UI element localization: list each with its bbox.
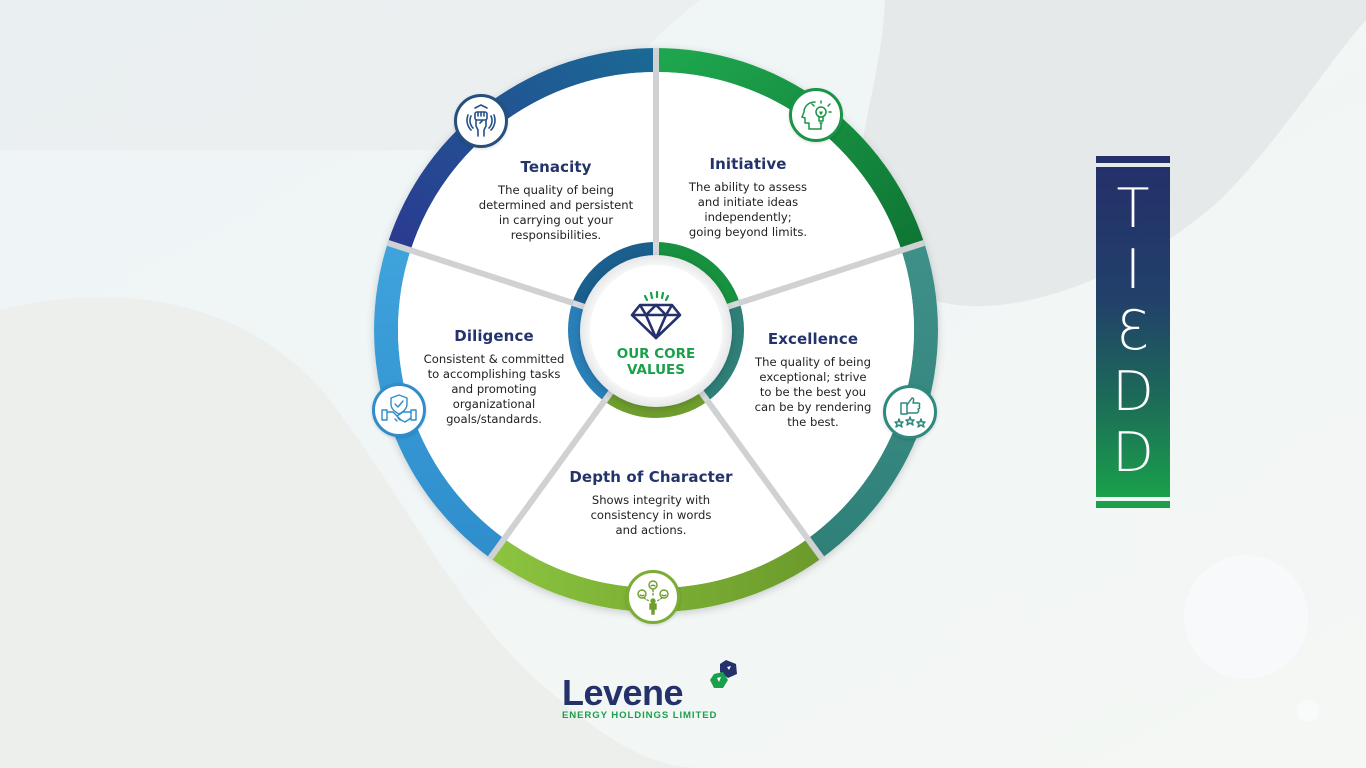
- segment-depth-of-character: Depth of Character Shows integrity with …: [556, 468, 746, 538]
- description-line: Consistent & committed: [423, 352, 565, 366]
- description-line: consistency in words: [590, 508, 712, 522]
- description-line: Shows integrity with: [591, 493, 711, 507]
- acronym-letter: D: [1112, 360, 1154, 423]
- description-line: and initiate ideas: [697, 195, 799, 209]
- initiative-badge: [789, 88, 843, 142]
- description-line: to accomplishing tasks: [427, 367, 561, 381]
- segment-title: Tenacity: [520, 158, 592, 176]
- description-line: The quality of being: [498, 183, 614, 197]
- acronym-letter: Ɛ: [1117, 299, 1149, 362]
- segment-initiative: Initiative The ability to assess and ini…: [668, 155, 828, 240]
- depth-of-character-badge: [626, 570, 680, 624]
- description-line: The ability to assess: [688, 180, 808, 194]
- diligence-badge: [372, 383, 426, 437]
- acronym-banner: T I Ɛ D D: [1096, 156, 1170, 508]
- description-line: The quality of being: [755, 355, 871, 369]
- segment-title: Excellence: [767, 330, 859, 348]
- logo-wordmark: Levene: [562, 672, 684, 713]
- acronym-letter: T: [1116, 177, 1150, 240]
- acronym-letter: D: [1112, 421, 1154, 484]
- segment-description: The quality of being determined and pers…: [466, 183, 646, 243]
- description-line: to be the best you: [759, 385, 867, 399]
- diamond-icon: [630, 303, 682, 340]
- segment-description: The quality of being exceptional; strive…: [740, 355, 886, 430]
- segment-description: The ability to assess and initiate ideas…: [668, 180, 828, 240]
- acronym-letter: I: [1125, 238, 1141, 301]
- center-title: OUR CORE VALUES: [596, 346, 716, 378]
- hexagon-cubes-icon: [710, 660, 737, 688]
- description-line: exceptional; strive: [759, 370, 867, 384]
- head-lightbulb-icon: [801, 100, 832, 130]
- segment-title: Initiative: [709, 155, 787, 173]
- description-line: and actions.: [615, 523, 687, 537]
- description-line: independently;: [704, 210, 792, 224]
- acronym-column: [1096, 167, 1170, 497]
- description-line: responsibilities.: [510, 228, 602, 242]
- acronym-bottom-bar: [1096, 501, 1170, 508]
- acronym-top-bar: [1096, 156, 1170, 163]
- ring-segment-tenacity: [387, 48, 656, 251]
- acronym-letters: T I Ɛ D D: [1096, 178, 1170, 483]
- segment-excellence: Excellence The quality of being exceptio…: [740, 330, 886, 430]
- excellence-badge: [883, 385, 937, 439]
- segment-title: Diligence: [454, 327, 534, 345]
- segment-description: Shows integrity with consistency in word…: [556, 493, 746, 538]
- thumbs-up-stars-icon: [894, 397, 926, 428]
- segment-description: Consistent & committed to accomplishing …: [406, 352, 582, 427]
- sparkle-icon: [643, 290, 670, 302]
- center-title-line2: VALUES: [626, 362, 685, 378]
- segment-title: Depth of Character: [569, 468, 733, 486]
- description-line: can be by rendering: [754, 400, 872, 414]
- handshake-shield-icon: [381, 394, 417, 423]
- segment-diligence: Diligence Consistent & committed to acco…: [406, 327, 582, 427]
- raised-fist-icon: [466, 104, 496, 137]
- ring-segment-initiative: [656, 48, 925, 251]
- description-line: in carrying out your: [498, 213, 614, 227]
- person-emotions-icon: [637, 580, 669, 615]
- company-logo: Levene ENERGY HOLDINGS LIMITED: [562, 658, 752, 728]
- description-line: organizational: [452, 397, 536, 411]
- description-line: going beyond limits.: [688, 225, 808, 239]
- description-line: determined and persistent: [478, 198, 634, 212]
- description-line: the best.: [787, 415, 839, 429]
- segment-tenacity: Tenacity The quality of being determined…: [466, 158, 646, 243]
- tenacity-badge: [454, 94, 508, 148]
- center-title-line1: OUR CORE: [616, 346, 696, 362]
- description-line: goals/standards.: [446, 412, 542, 426]
- logo-subtitle: ENERGY HOLDINGS LIMITED: [562, 710, 718, 721]
- ring-segment-depth-of-character: [490, 538, 822, 612]
- description-line: and promoting: [451, 382, 537, 396]
